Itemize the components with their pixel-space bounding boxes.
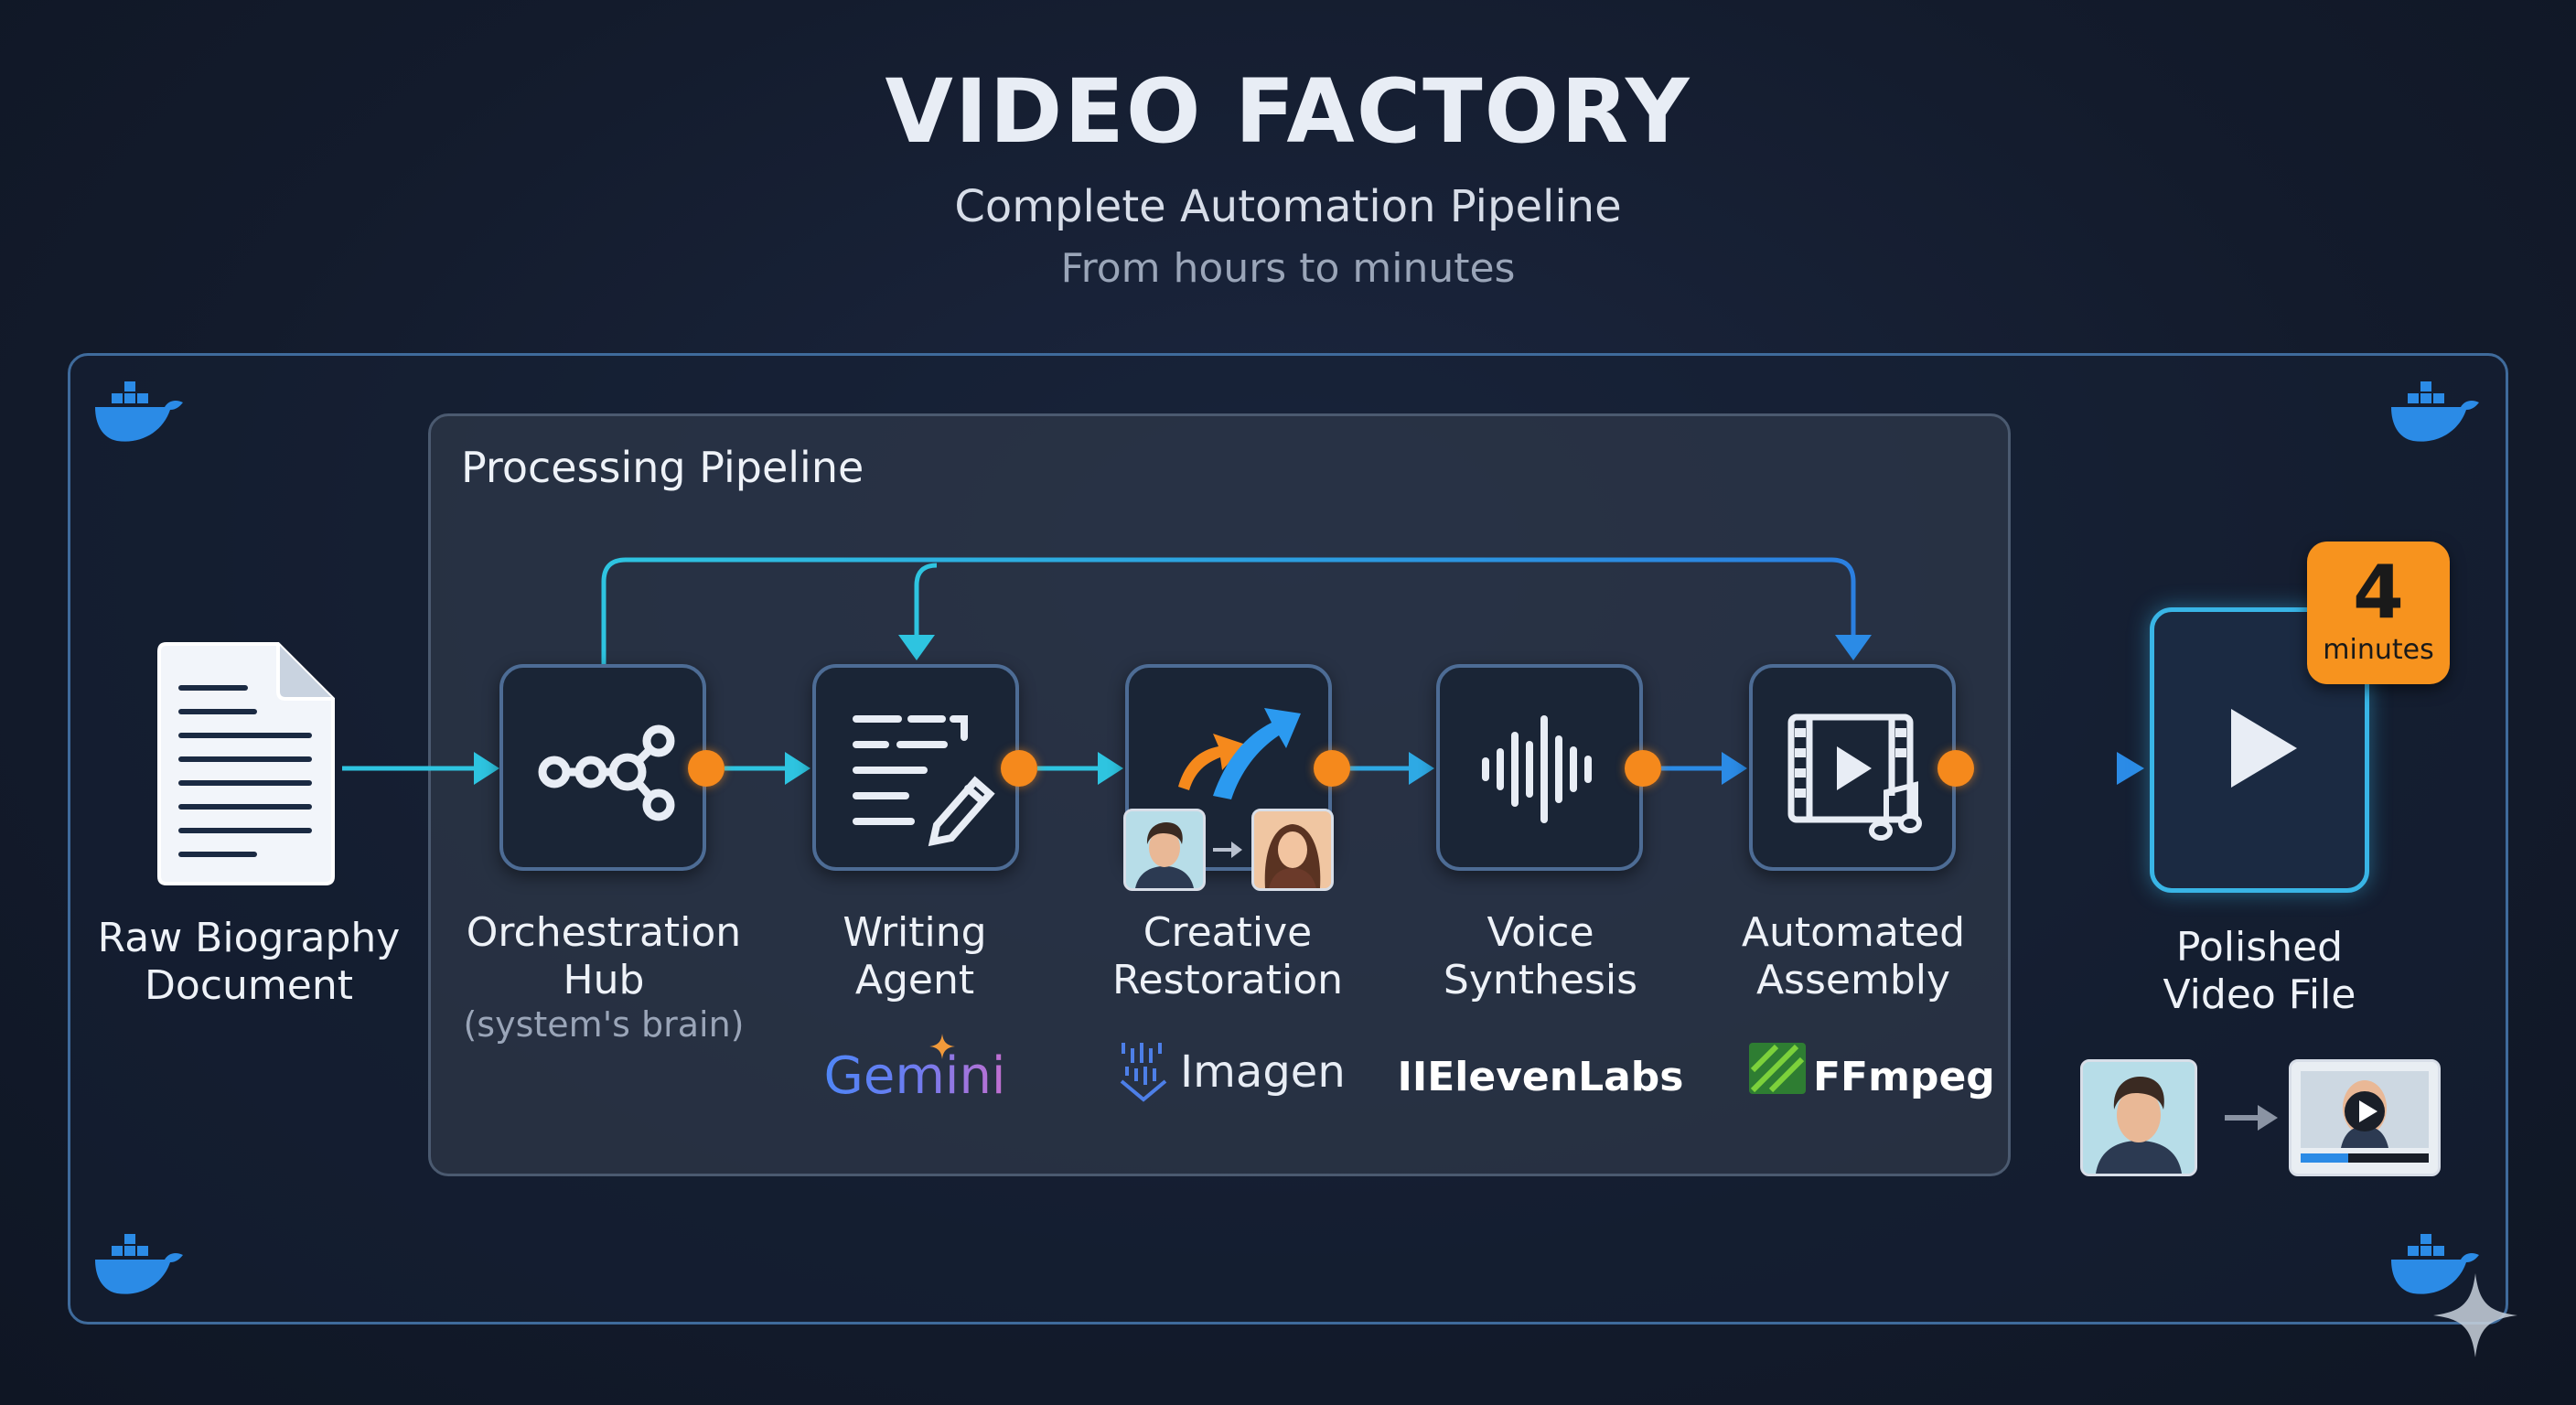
writing-feedback-branch bbox=[914, 563, 938, 640]
avatar-before bbox=[1123, 809, 1206, 891]
stage-sublabel: (system's brain) bbox=[463, 1004, 745, 1045]
automated-assembly-node[interactable] bbox=[1749, 664, 1956, 871]
film-music-icon bbox=[1787, 713, 1922, 841]
arrow-to-hub bbox=[474, 752, 499, 785]
connector-dot bbox=[1625, 750, 1661, 787]
ffmpeg-logo: FFmpeg bbox=[1813, 1054, 1995, 1100]
edit-document-icon bbox=[853, 715, 995, 847]
output-avatar bbox=[2080, 1059, 2197, 1176]
gemini-logo: Gemini bbox=[823, 1046, 1006, 1106]
duration-badge: 4 minutes bbox=[2307, 542, 2450, 684]
stage-label: Voice Synthesis bbox=[1443, 909, 1638, 1003]
upscale-arrows-icon bbox=[1178, 708, 1301, 799]
voice-synthesis-node[interactable] bbox=[1436, 664, 1643, 871]
stage-label: Creative Restoration bbox=[1111, 909, 1344, 1003]
writing-agent-node[interactable] bbox=[812, 664, 1019, 871]
connector-dot bbox=[688, 750, 724, 787]
ffmpeg-logo-icon bbox=[1749, 1043, 1806, 1094]
orchestration-feedback-line bbox=[601, 557, 1856, 664]
sparkle-watermark-icon bbox=[2433, 1273, 2517, 1357]
stage-label: Orchestration Hub bbox=[466, 909, 742, 1003]
avatar-to-video-arrow bbox=[2258, 1105, 2278, 1131]
connector-dot bbox=[1314, 750, 1350, 787]
arrow-to-assembly-flow bbox=[1722, 752, 1747, 785]
docker-whale-icon bbox=[95, 1234, 183, 1294]
elevenlabs-logo: IIElevenLabs bbox=[1397, 1054, 1684, 1100]
output-video-thumbnail bbox=[2289, 1059, 2441, 1176]
document-icon bbox=[157, 642, 335, 885]
docker-whale-icon bbox=[2391, 381, 2479, 442]
connector-dot bbox=[1937, 750, 1974, 787]
waveform-icon bbox=[1482, 715, 1592, 823]
processing-pipeline-label: Processing Pipeline bbox=[461, 443, 864, 492]
play-icon bbox=[2231, 709, 2297, 788]
page-subtitle: Complete Automation Pipeline bbox=[954, 181, 1622, 232]
sparkle-icon bbox=[929, 1034, 955, 1059]
docker-whale-icon bbox=[95, 381, 183, 442]
output-label: Polished Video File bbox=[2163, 924, 2356, 1018]
arrow-to-assembly bbox=[1835, 635, 1872, 660]
imagen-logo: Imagen bbox=[1180, 1046, 1346, 1098]
avatar-after bbox=[1251, 809, 1334, 891]
share-nodes-icon bbox=[538, 724, 675, 821]
arrow-right-icon bbox=[1213, 842, 1242, 858]
page-tagline: From hours to minutes bbox=[1060, 245, 1516, 292]
arrow-to-writing bbox=[785, 752, 810, 785]
connector-dot bbox=[1001, 750, 1037, 787]
arrow-to-restoration bbox=[1098, 752, 1123, 785]
page-title: VIDEO FACTORY bbox=[885, 60, 1691, 163]
stage-label: Automated Assembly bbox=[1741, 909, 1966, 1003]
input-label: Raw Biography Document bbox=[97, 915, 401, 1009]
docker-whale-icon bbox=[2391, 1234, 2479, 1294]
arrow-to-output bbox=[2117, 752, 2144, 785]
stage-label: Writing Agent bbox=[843, 909, 987, 1003]
orchestration-hub-node[interactable] bbox=[499, 664, 706, 871]
arrow-to-voice bbox=[1409, 752, 1434, 785]
imagen-logo-icon bbox=[1120, 1043, 1167, 1102]
arrow-to-writing-agent bbox=[898, 635, 935, 660]
